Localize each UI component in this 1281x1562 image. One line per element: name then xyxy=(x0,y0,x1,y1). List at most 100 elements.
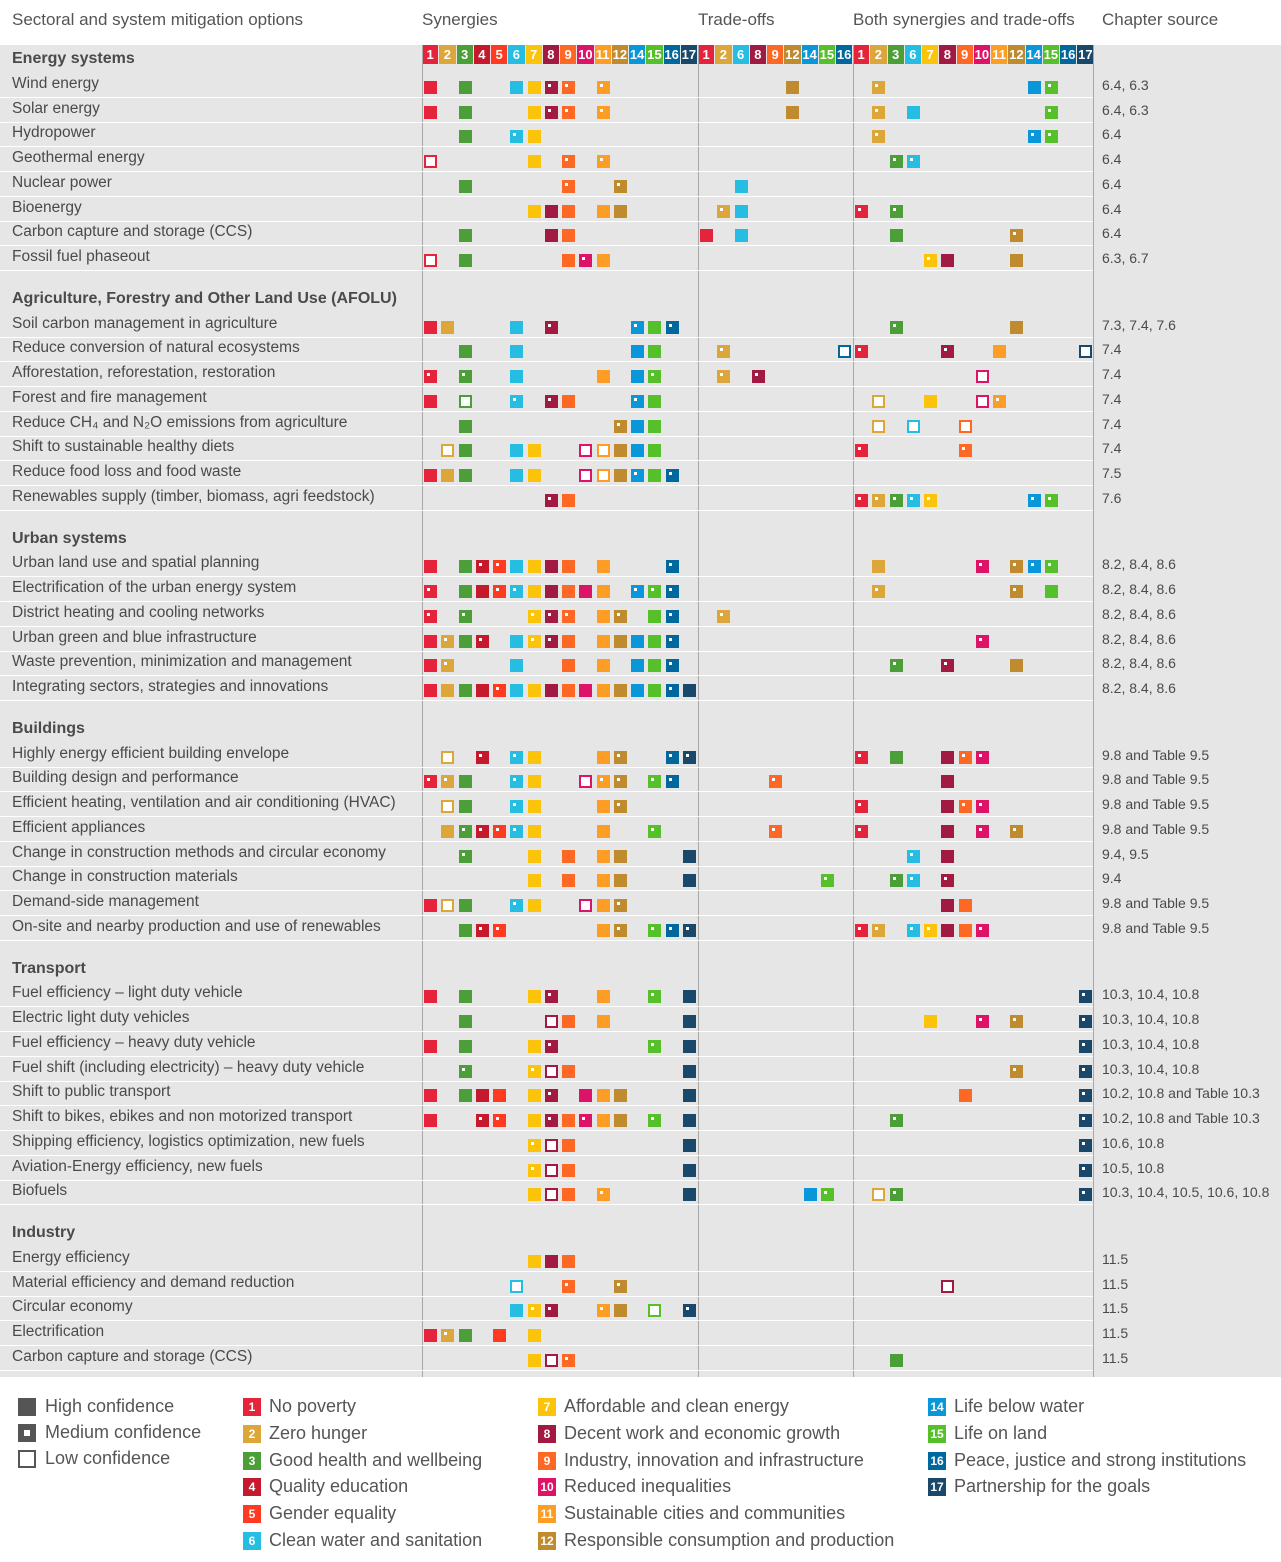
sdg-12-synergies-m-cell xyxy=(613,609,627,623)
sdg-15-synergies-m-cell xyxy=(648,824,662,838)
sdg-column-header-3: 3 xyxy=(887,45,904,64)
sdg-12-synergies-h-cell xyxy=(613,469,627,482)
sdg-11-both-m-cell xyxy=(993,394,1006,408)
sdg-8-synergies-m-cell xyxy=(544,80,558,94)
sdg-14-synergies-h-cell xyxy=(631,684,644,697)
sdg-1-synergies-l-cell xyxy=(424,155,437,168)
sdg-15-synergies-m-cell xyxy=(648,1114,662,1127)
sdg-7-synergies-h-cell xyxy=(527,1329,541,1342)
option-label: Nuclear power xyxy=(12,173,112,191)
row-divider xyxy=(0,766,1093,768)
source-header: Chapter source xyxy=(1102,10,1219,29)
sdg-3-synergies-h-cell xyxy=(458,775,472,789)
sdg-17-synergies-h-cell xyxy=(682,1064,696,1078)
sdg-7-synergies-h-cell xyxy=(527,874,541,888)
row-divider xyxy=(0,386,1093,387)
sdg-column-header-14: 14 xyxy=(629,45,646,64)
sdg-8-synergies-l-cell xyxy=(544,1353,558,1367)
row-divider xyxy=(0,361,1093,363)
row-divider xyxy=(0,700,1093,701)
sdg-15-synergies-h-cell xyxy=(648,444,662,458)
sdg-11-both-h-cell xyxy=(993,345,1006,359)
confidence-m-swatch xyxy=(18,1424,36,1442)
sdg-14-synergies-h-cell xyxy=(631,345,644,359)
sdg-12-synergies-m-cell xyxy=(613,179,627,193)
sdg-7-synergies-h-cell xyxy=(527,899,541,912)
sdg-2-synergies-m-cell xyxy=(441,1329,455,1342)
sdg-column-header-12: 12 xyxy=(611,45,628,64)
option-label: Fuel shift (including electricity) – hea… xyxy=(12,1058,365,1076)
sdg-7-synergies-h-cell xyxy=(527,849,541,863)
sdg-14-synergies-h-cell xyxy=(631,659,644,673)
sdg-3-synergies-m-cell xyxy=(458,609,472,623)
sdg-12-both-m-cell xyxy=(1010,824,1024,838)
sdg-10-both-m-cell xyxy=(975,1015,989,1028)
sdg-7-synergies-m-cell xyxy=(527,1304,541,1318)
sdg-11-legend-label: Sustainable cities and communities xyxy=(564,1503,846,1524)
row-divider xyxy=(0,245,1093,247)
sdg-1-synergies-h-cell xyxy=(424,634,437,648)
sdg-9-swatch: 9 xyxy=(538,1451,556,1470)
option-label: Electrification of the urban energy syst… xyxy=(12,579,297,596)
sdg-7-synergies-h-cell xyxy=(527,775,541,789)
section-title: Agriculture, Forestry and Other Land Use… xyxy=(12,289,397,307)
chapter-source: 7.6 xyxy=(1102,489,1122,506)
sdg-12-both-m-cell xyxy=(1010,560,1024,574)
sdg-1-legend-label: No poverty xyxy=(269,1396,357,1416)
sdg-8-synergies-m-cell xyxy=(544,609,558,623)
sdg-17-synergies-h-cell xyxy=(682,1039,696,1053)
sdg-8-synergies-l-cell xyxy=(544,1015,558,1028)
sdg-14-tradeoffs-h-cell xyxy=(803,1188,817,1202)
confidence-h-swatch xyxy=(18,1398,36,1416)
sdg-15-both-m-cell xyxy=(1044,493,1058,507)
chapter-source: 10.6, 10.8 xyxy=(1102,1134,1165,1151)
sdg-6-both-h-cell xyxy=(906,105,920,119)
sdg-column-header-16: 16 xyxy=(1060,45,1077,64)
sdg-3-synergies-m-cell xyxy=(458,1064,472,1078)
sdg-15-both-m-cell xyxy=(1044,105,1058,119)
sdg-6-synergies-m-cell xyxy=(510,585,524,598)
sdg-15-synergies-h-cell xyxy=(648,684,662,697)
both-header: Both synergies and trade-offs xyxy=(853,10,1075,29)
section-title: Industry xyxy=(12,1224,76,1241)
sdg-17-both-m-cell xyxy=(1079,1089,1093,1103)
sdg-8-synergies-m-cell xyxy=(544,634,558,648)
option-label: Change in construction methods and circu… xyxy=(12,843,386,861)
sdg-15-synergies-l-cell xyxy=(648,1304,662,1318)
chapter-source: 6.4, 6.3 xyxy=(1102,76,1149,93)
sdg-6-synergies-h-cell xyxy=(510,345,524,359)
sdg-17-synergies-m-cell xyxy=(682,750,696,764)
sdg-3-synergies-h-cell xyxy=(458,684,472,697)
chapter-source: 11.5 xyxy=(1102,1250,1129,1267)
chapter-source: 6.4 xyxy=(1102,225,1122,242)
chapter-source: 9.8 and Table 9.5 xyxy=(1102,796,1210,812)
sdg-8-synergies-l-cell xyxy=(544,1064,558,1078)
sdg-12-synergies-h-cell xyxy=(613,634,627,648)
chapter-source: 8.2, 8.4, 8.6 xyxy=(1102,605,1176,622)
chapter-source: 10.3, 10.4, 10.8 xyxy=(1102,1060,1200,1077)
section-title: Transport xyxy=(12,959,86,977)
sdg-7-synergies-h-cell xyxy=(527,1254,541,1268)
sdg-11-synergies-h-cell xyxy=(596,824,610,838)
sdg-2-both-m-cell xyxy=(872,493,886,507)
sdg-3-both-m-cell xyxy=(889,320,903,334)
sdg-3-swatch: 3 xyxy=(243,1451,261,1470)
sdg-8-both-h-cell xyxy=(941,775,955,789)
confidence-m-label: Medium confidence xyxy=(45,1422,202,1442)
sdg-3-both-m-cell xyxy=(889,659,903,673)
sdg-15-swatch: 15 xyxy=(928,1424,946,1443)
sdg-column-header-2: 2 xyxy=(715,45,732,64)
sdg-8-both-h-cell xyxy=(941,800,955,813)
sdg-14-both-m-cell xyxy=(1027,130,1041,144)
chapter-source: 10.3, 10.4, 10.5, 10.6, 10.8 xyxy=(1102,1184,1270,1201)
sdg-column-header-6: 6 xyxy=(904,45,921,64)
sdg-12-synergies-h-cell xyxy=(613,874,627,888)
sdg-7-synergies-h-cell xyxy=(527,444,541,458)
row-divider xyxy=(0,96,1093,98)
sdg-2-synergies-l-cell xyxy=(441,899,455,912)
sdg-6-swatch: 6 xyxy=(243,1532,261,1550)
sdg-5-synergies-m-cell xyxy=(493,1114,506,1127)
sdg-9-synergies-h-cell xyxy=(562,560,575,574)
sdg-3-synergies-h-cell xyxy=(458,923,472,937)
sdg-7-legend-label: Affordable and clean energy xyxy=(564,1396,789,1416)
